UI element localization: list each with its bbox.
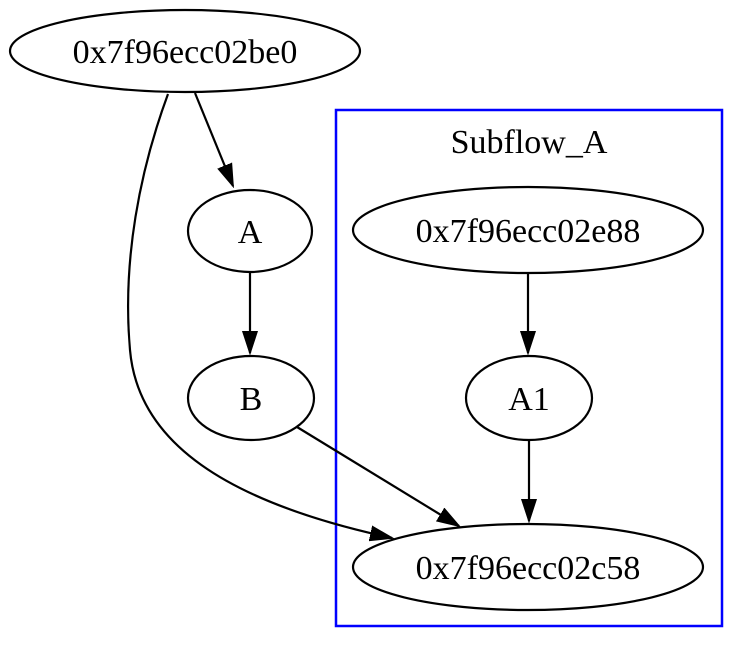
node-a: A [186, 188, 314, 274]
node-a-ellipse [186, 188, 314, 274]
cluster-subflow-a: Subflow_A [334, 108, 724, 628]
node-e88: 0x7f96ecc02e88 [351, 185, 705, 275]
node-c58-label: 0x7f96ecc02c58 [416, 550, 641, 587]
cluster-label: Subflow_A [451, 124, 608, 161]
node-b-label: B [240, 381, 263, 418]
node-a1-ellipse [464, 354, 594, 442]
edge-b-to-c58 [296, 426, 459, 526]
node-be0-label: 0x7f96ecc02be0 [73, 34, 298, 71]
node-b-ellipse [186, 354, 316, 442]
node-b: B [186, 354, 316, 442]
node-e88-label: 0x7f96ecc02e88 [416, 213, 641, 250]
cluster-border [334, 108, 724, 628]
node-a1: A1 [464, 354, 594, 442]
node-a1-label: A1 [508, 381, 550, 418]
node-c58-ellipse [351, 522, 705, 612]
edge-be0-to-c58 [127, 93, 392, 538]
node-a-label: A [238, 214, 263, 251]
node-be0-ellipse [8, 8, 362, 94]
node-c58: 0x7f96ecc02c58 [351, 522, 705, 612]
node-e88-ellipse [351, 185, 705, 275]
edge-be0-to-a [193, 92, 235, 186]
node-be0: 0x7f96ecc02be0 [8, 8, 362, 94]
edge-layer [127, 92, 529, 538]
